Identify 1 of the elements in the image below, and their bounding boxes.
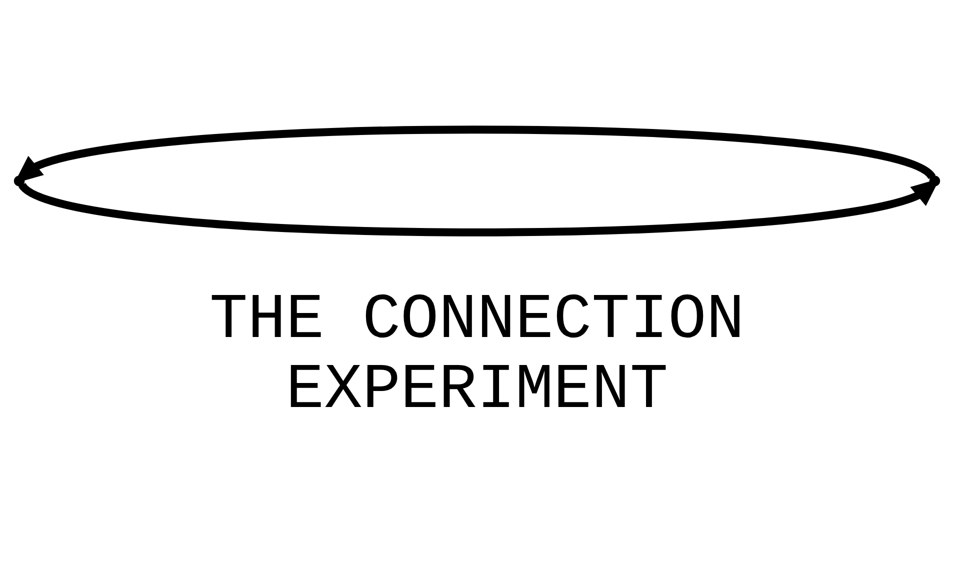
label: THE CONNECTION EXPERIMENT <box>209 284 745 427</box>
